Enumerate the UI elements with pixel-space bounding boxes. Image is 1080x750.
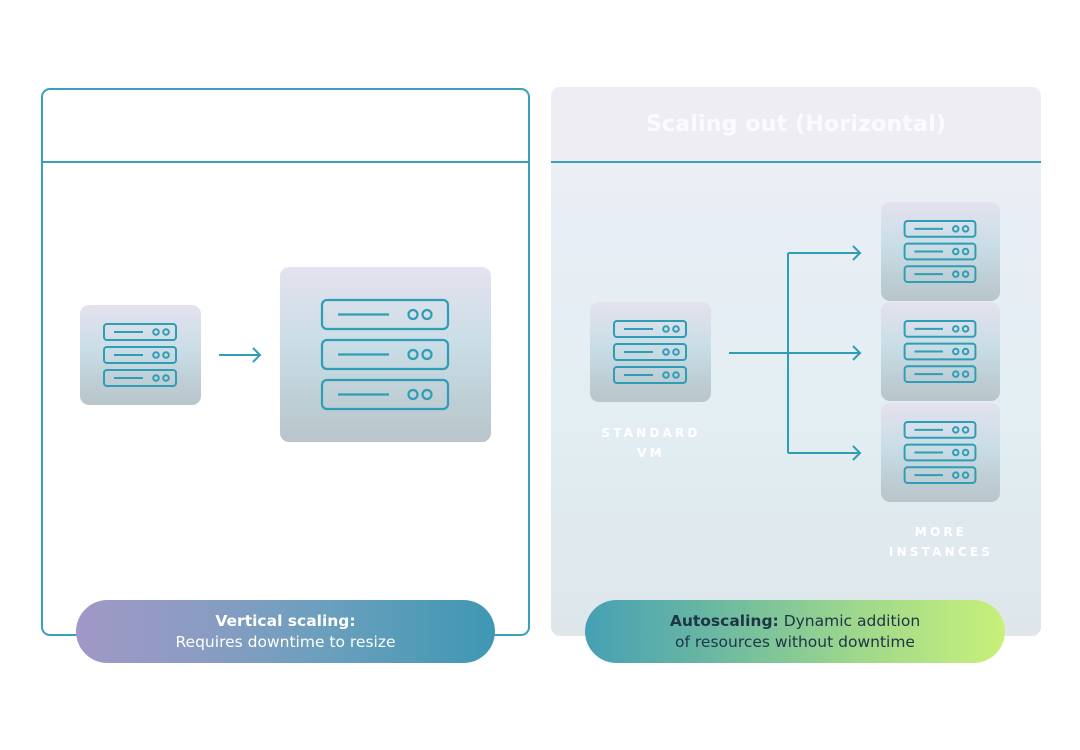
vertical-scaling-header: Scaling up (Vertical) (43, 90, 528, 163)
arrowhead-middle (852, 345, 862, 361)
server-rack-icon (320, 298, 450, 411)
instance-tile-2 (881, 302, 1000, 401)
small-server-tile (80, 305, 201, 405)
large-server-tile (280, 267, 491, 442)
standard-vm-label: STANDARD VM (580, 423, 722, 463)
instance-tile-3 (881, 403, 1000, 502)
server-rack-icon (903, 421, 977, 484)
arrowhead-top (852, 245, 862, 261)
autoscaling-pill-text-line1: Dynamic addition (778, 611, 921, 630)
standard-vm-tile (590, 302, 711, 402)
autoscaling-pill-title: Autoscaling: (669, 611, 779, 630)
horizontal-scaling-header: Scaling out (Horizontal) (551, 87, 1041, 163)
server-rack-icon (903, 320, 977, 383)
server-rack-icon (903, 220, 977, 283)
autoscaling-pill: Autoscaling: Dynamic addition of resourc… (585, 600, 1005, 663)
standard-vm-label-line2: VM (637, 446, 665, 460)
horizontal-scaling-title: Scaling out (Horizontal) (645, 111, 947, 137)
more-instances-label-line1: MORE (914, 525, 968, 539)
standard-vm-label-line1: STANDARD (601, 426, 701, 440)
arrow-right-icon (219, 347, 262, 363)
vertical-scaling-title: Scaling up (Vertical) (159, 113, 412, 138)
server-rack-icon (103, 323, 177, 387)
vertical-scaling-pill: Vertical scaling: Requires downtime to r… (76, 600, 495, 663)
more-instances-label-line2: INSTANCES (888, 545, 994, 559)
branch-arrows-icon (729, 245, 862, 461)
more-instances-label: MORE INSTANCES (870, 522, 1012, 562)
autoscaling-pill-text-line2: of resources without downtime (675, 632, 915, 651)
arrowhead-bottom (852, 445, 862, 461)
vertical-scaling-pill-title: Vertical scaling: (215, 611, 356, 630)
server-rack-icon (613, 320, 687, 384)
instance-tile-1 (881, 202, 1000, 301)
vertical-scaling-pill-text: Requires downtime to resize (175, 632, 396, 651)
